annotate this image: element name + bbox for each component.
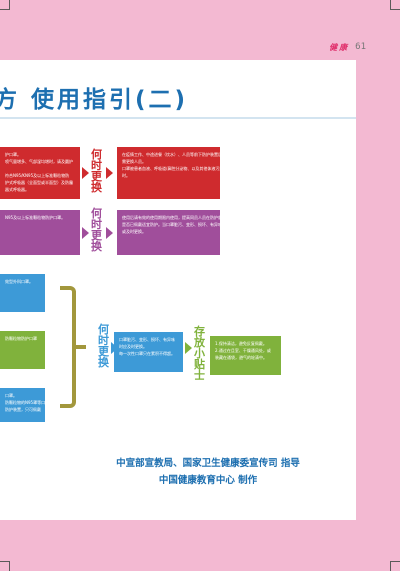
- crop-mark-bottom-left: [0, 561, 10, 571]
- row3-left-box-1: 效型外科口罩。: [0, 274, 45, 312]
- row1-left-box-line: 护口罩。: [5, 152, 21, 157]
- row1-left-box-line: 护式呼吸器（全面型或半面型）及防霾: [5, 180, 73, 185]
- row1-left-box: 护口罩。喷气量增多、气部湿均增时，请及圆护 符合N95/KN95及以上标准颗粒物…: [0, 147, 80, 199]
- row1-when-label-line: 时: [91, 159, 102, 172]
- credit-producer: 中国健康教育中心 制作: [158, 475, 258, 486]
- row1-left-box-line: 喷气量增多、气部湿均增时，请及圆护: [5, 159, 73, 164]
- storage-tips-title-line: 贴: [194, 358, 205, 371]
- row3-middle-box-line: 每一次性口罩只在累积不得超。: [119, 351, 175, 356]
- row2-arrow: [82, 227, 89, 239]
- row2-when-label-line: 何: [91, 207, 102, 220]
- row3-when-label-line: 更: [98, 345, 109, 358]
- row3-left-box-2: 防颗粒物防护口罩: [0, 331, 45, 369]
- row2-arrow-right: [106, 227, 113, 239]
- row2-left-box: N95及以上标准颗粒物防护口罩。: [0, 210, 80, 255]
- storage-tips-title-line: 小: [194, 347, 205, 360]
- title-divider: [0, 117, 356, 119]
- row3-when-label-line: 何: [98, 323, 109, 336]
- row1-arrow-right: [106, 167, 113, 179]
- row2-right-box: 使用后请有效的使用期限内使用，提高同员人员在防护就是否已佩戴适宜防护。当口罩脏污…: [117, 210, 220, 255]
- row2-right-box-line: 是否已佩戴适宜防护。当口罩脏污、变形、损坏、有异味: [122, 222, 220, 227]
- row1-left-box-line: [5, 165, 75, 172]
- row3-bracket-tip: [76, 345, 86, 349]
- credit-guidance: 中宣部宣教局、国家卫生健康委宣传司 指导: [116, 458, 300, 469]
- storage-tips-box: 1.保持清洁，避免反复佩戴。 2.通过在且室、干燥通风处，或装藏在通袋，避气的轮清…: [210, 336, 281, 375]
- row3-middle-box: 口罩脏污、变形、损坏、有异味时应及时更换。每一次性口罩只在累积不得超。: [114, 332, 183, 372]
- storage-tips-box-line: 2.通过在且室、干燥通风处，或: [215, 348, 271, 353]
- crop-mark-top-right: [390, 0, 400, 10]
- row3-left-box-3: 口罩。防颗粒物的N95罩等口罩防护装置，只可佩戴: [0, 388, 45, 422]
- row2-left-box-line: N95及以上标准颗粒物防护口罩。: [5, 215, 66, 220]
- crop-mark-bottom-right: [390, 561, 400, 571]
- row1-when-label-line: 何: [91, 148, 102, 161]
- row3-left-box-3-line: 防护装置，只可佩戴: [5, 407, 41, 412]
- row1-right-box-line: 在疫情工作、中途进餐（饮水）、人员等前下防护装置后，: [122, 152, 220, 157]
- storage-tips-box-line: 1.保持清洁，避免反复佩戴。: [215, 341, 267, 346]
- row2-when-label-line: 更: [91, 229, 102, 242]
- row3-when-label-line: 时: [98, 334, 109, 347]
- row3-middle-box-line: 时应及时更换。: [119, 344, 147, 349]
- row3-when-label: 何时更换: [97, 324, 110, 368]
- row1-right-box-line: 需更换人员。: [122, 159, 146, 164]
- row1-when-label-line: 换: [91, 181, 102, 194]
- row1-right-box-line: 口罩被患者血液、呼吸道/鼻腔分泌物、以及其他体液污染: [122, 166, 220, 171]
- row3-left-box-3-line: 口罩。: [5, 393, 17, 398]
- row3-when-label-line: 换: [98, 356, 109, 369]
- page-header: 健康 61: [329, 40, 366, 54]
- row1-when-label: 何时更换: [90, 149, 103, 193]
- row2-right-box-line: 或及时更换。: [122, 229, 146, 234]
- magazine-name: 健康: [329, 42, 350, 52]
- row3-bracket: [60, 286, 76, 408]
- row2-when-label-line: 换: [91, 240, 102, 253]
- row2-when-label: 何时更换: [90, 208, 103, 252]
- row1-arrow: [82, 167, 89, 179]
- storage-tips-title-line: 存: [194, 325, 205, 338]
- row1-left-box-line: 器式呼吸器。: [5, 187, 29, 192]
- row1-when-label-line: 更: [91, 170, 102, 183]
- row3-middle-box-line: 口罩脏污、变形、损坏、有异味: [119, 337, 175, 342]
- row3-left-box-1-line: 效型外科口罩。: [5, 279, 33, 284]
- storage-tips-title-line: 放: [194, 336, 205, 349]
- row3-left-box-2-line: 防颗粒物防护口罩: [5, 336, 37, 341]
- crop-mark-top-left: [0, 0, 10, 10]
- row1-right-box: 在疫情工作、中途进餐（饮水）、人员等前下防护装置后， 需更换人员。口罩被患者血液、…: [117, 147, 220, 199]
- row3-left-box-3-line: 防颗粒物的N95罩等口罩: [5, 400, 45, 405]
- row3-arrow-green: [185, 342, 192, 354]
- row1-left-box-line: 符合N95/KN95及以上标准颗粒物防: [5, 173, 70, 178]
- page-title: 方 使用指引(二): [0, 87, 189, 113]
- storage-tips-box-line: 装藏在通袋，避气的轮清中。: [215, 355, 267, 360]
- poster-page: 方 使用指引(二) 护口罩。喷气量增多、气部湿均增时，请及圆护 符合N95/KN…: [0, 60, 356, 520]
- row2-right-box-line: 使用后请有效的使用期限内使用，提高同员人员在防护就: [122, 215, 220, 220]
- page-number: 61: [355, 42, 366, 52]
- storage-tips-title: 存放小贴士: [193, 326, 206, 381]
- row1-right-box-line: 时。: [122, 173, 130, 178]
- row2-when-label-line: 时: [91, 218, 102, 231]
- storage-tips-title-line: 士: [194, 369, 205, 382]
